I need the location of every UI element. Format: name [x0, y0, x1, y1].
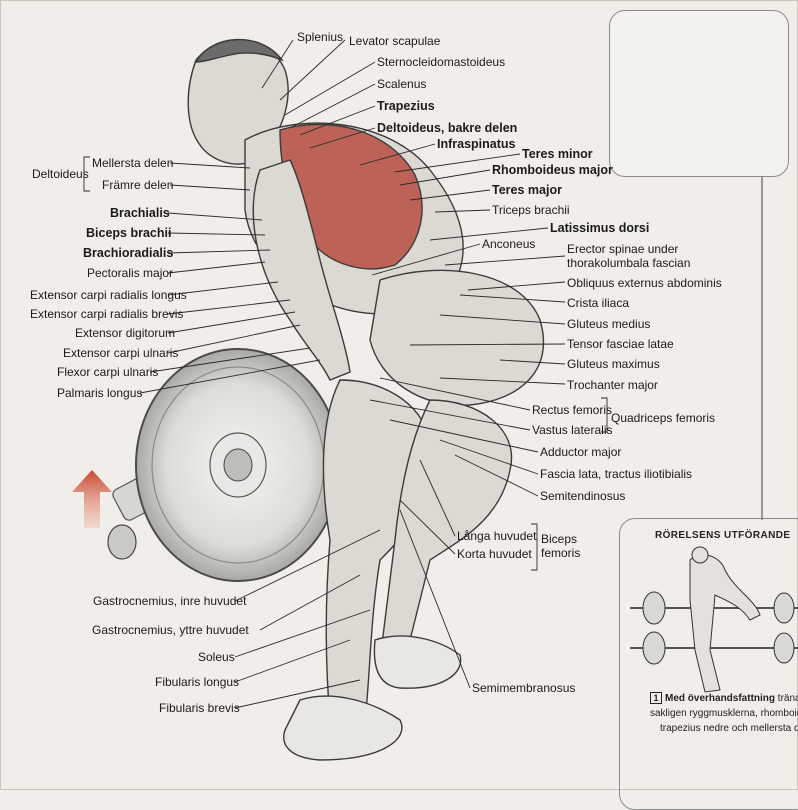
label-mellersta-delen: Mellersta delen — [92, 156, 174, 170]
label-scalenus: Scalenus — [377, 77, 427, 91]
label-deltoideus-bakre: Deltoideus, bakre delen — [377, 121, 518, 135]
label-crista-iliaca: Crista iliaca — [567, 296, 630, 310]
label-biceps-femoris-2: femoris — [541, 546, 581, 560]
inset-step-line-3: trapezius nedre och mellersta del. — [660, 723, 798, 734]
label-teres-minor: Teres minor — [522, 147, 593, 161]
label-tensor-fasciae: Tensor fasciae latae — [567, 337, 674, 351]
label-fascia-lata: Fascia lata, tractus iliotibialis — [540, 467, 693, 481]
label-ext-carpi-rad-brevis: Extensor carpi radialis brevis — [30, 307, 184, 321]
label-anconeus: Anconeus — [482, 237, 536, 251]
label-biceps-brachii: Biceps brachii — [86, 226, 172, 240]
label-vastus-lateralis: Vastus lateralis — [532, 423, 613, 437]
exercise-inset-icon — [630, 546, 798, 693]
up-arrow-icon — [72, 470, 112, 528]
barbell-icon — [107, 348, 341, 582]
muscle-map-box — [609, 10, 789, 177]
label-levator-scapulae: Levator scapulae — [349, 34, 441, 48]
step-bold: Med överhandsfattning — [665, 693, 776, 704]
label-fibularis-brevis: Fibularis brevis — [159, 701, 240, 715]
label-obliquus: Obliquus externus abdominis — [567, 276, 722, 290]
label-infraspinatus: Infraspinatus — [437, 137, 516, 151]
label-gastro-yttre: Gastrocnemius, yttre huvudet — [92, 623, 249, 637]
label-palmaris-longus: Palmaris longus — [57, 386, 143, 400]
label-rhomboideus-major: Rhomboideus major — [492, 163, 613, 177]
label-ext-carpi-rad-longus: Extensor carpi radialis longus — [30, 288, 187, 302]
label-korta-huvudet: Korta huvudet — [457, 547, 532, 561]
label-quadriceps-femoris: Quadriceps femoris — [611, 411, 716, 425]
label-flexor-carpi-ulnaris: Flexor carpi ulnaris — [57, 365, 159, 379]
label-ext-carpi-ulnaris: Extensor carpi ulnaris — [63, 346, 179, 360]
leader-lines — [83, 39, 763, 709]
label-rectus-femoris: Rectus femoris — [532, 403, 613, 417]
inset-heading: RÖRELSENS UTFÖRANDE — [655, 530, 791, 541]
label-gastro-inre: Gastrocnemius, inre huvudet — [93, 594, 247, 608]
label-triceps-brachii: Triceps brachii — [492, 203, 570, 217]
inset-step-line-2: sakligen ryggmuskler­na, rhomboideus o — [650, 708, 798, 719]
label-splenius: Splenius — [297, 30, 344, 44]
label-pectoralis-major: Pectoralis major — [87, 266, 174, 280]
label-erector-spinae-2: thorakolumbala fascian — [567, 256, 691, 270]
label-semimembranosus: Semimembranosus — [472, 681, 576, 695]
label-adductor-major: Adductor major — [540, 445, 622, 459]
label-teres-major: Teres major — [492, 183, 562, 197]
label-gluteus-maximus: Gluteus maximus — [567, 357, 660, 371]
label-sternocleidomastoideus: Sternocleidomastoideus — [377, 55, 506, 69]
label-gluteus-medius: Gluteus medius — [567, 317, 651, 331]
label-fibularis-longus: Fibularis longus — [155, 675, 240, 689]
label-langa-huvudet: Långa huvudet — [457, 529, 537, 543]
label-trochanter-major: Trochanter major — [567, 378, 658, 392]
label-semitendinosus: Semitendinosus — [540, 489, 626, 503]
label-soleus: Soleus — [198, 650, 235, 664]
step-number: 1 — [650, 692, 662, 704]
label-trapezius: Trapezius — [377, 99, 435, 113]
label-deltoideus: Deltoideus — [32, 167, 89, 181]
label-ext-digitorum: Extensor digitorum — [75, 326, 176, 340]
label-brachioradialis: Brachioradialis — [83, 246, 174, 260]
label-latissimus-dorsi: Latissimus dorsi — [550, 221, 650, 235]
label-erector-spinae-1: Erector spinae under — [567, 242, 679, 256]
exercise-inset-box — [619, 518, 798, 810]
label-brachialis: Brachialis — [110, 206, 170, 220]
label-biceps-femoris-1: Biceps — [541, 532, 578, 546]
figure-icon — [187, 38, 545, 761]
artwork — [0, 0, 798, 790]
label-framre-delen: Främre delen — [102, 178, 174, 192]
